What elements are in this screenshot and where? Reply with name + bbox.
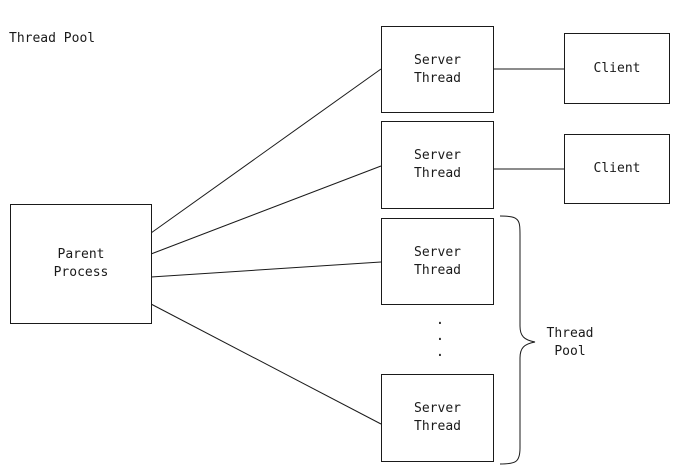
edge-parent-thread-3 <box>150 261 382 278</box>
parent-process-label-line1: Parent <box>57 247 105 262</box>
client-box-2: Client <box>564 134 670 204</box>
server-thread-3-label-line1: Server <box>414 244 461 260</box>
thread-pool-label-line1: Thread <box>546 326 594 341</box>
server-thread-box-2: Server Thread <box>381 121 494 209</box>
server-thread-2-label-line1: Server <box>414 148 461 163</box>
client-1-label: Client <box>593 60 641 76</box>
edge-parent-thread-1 <box>150 68 382 234</box>
client-2-label: Client <box>593 161 641 176</box>
parent-process-label-line2: Process <box>53 265 109 280</box>
thread-pool-label: Thread Pool <box>540 325 600 361</box>
server-thread-4-label-line2: Thread <box>414 419 461 434</box>
edge-parent-thread-2 <box>150 165 382 255</box>
client-box-1: Client <box>564 33 670 104</box>
server-thread-2-label-line2: Thread <box>414 166 461 181</box>
server-thread-box-4: Server Thread <box>381 374 494 462</box>
server-thread-1-label-line1: Server <box>414 52 461 68</box>
ellipsis-dot-3: . <box>435 344 445 360</box>
server-thread-box-3: Server Thread <box>381 218 494 305</box>
thread-pool-label-line2: Pool <box>554 344 586 359</box>
server-thread-1-label-line2: Thread <box>414 70 461 86</box>
ellipsis: . . . <box>434 312 446 360</box>
server-thread-3-label-line2: Thread <box>414 262 461 278</box>
ellipsis-dot-1: . <box>435 312 445 328</box>
ellipsis-dot-2: . <box>435 328 445 344</box>
thread-pool-brace <box>499 215 536 465</box>
parent-process-box: Parent Process <box>10 204 152 324</box>
server-thread-box-1: Server Thread <box>381 26 494 113</box>
diagram-title: Thread Pool <box>9 31 96 46</box>
edge-parent-thread-4 <box>150 303 382 425</box>
server-thread-4-label-line1: Server <box>414 401 461 416</box>
